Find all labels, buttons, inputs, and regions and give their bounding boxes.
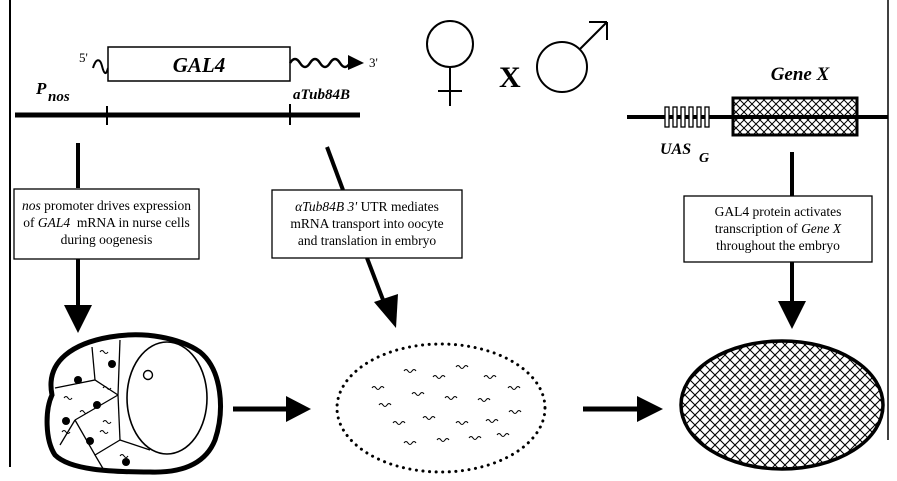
arrow-right-2 <box>637 396 663 422</box>
tub-text-box <box>271 189 463 259</box>
five-prime-label: 5' <box>79 50 88 65</box>
uas-sites <box>664 106 710 128</box>
five-prime-squiggle <box>92 59 109 74</box>
gene-x-box <box>731 96 859 137</box>
promoter-subscript: nos <box>48 89 70 105</box>
promoter-label: P <box>35 79 47 98</box>
gal4-description: GAL4 protein activates transcription of … <box>714 204 842 253</box>
oocyte-nucleus <box>142 369 154 381</box>
utr-wavy-tail <box>288 57 352 69</box>
arrow-down-middle <box>374 294 398 328</box>
parental-cross: X <box>426 20 608 106</box>
gal4-construct: GAL4 5' 3' P nos aTub84B <box>15 46 378 125</box>
connectors <box>64 143 806 422</box>
nurse-cell-mrna <box>61 349 129 459</box>
frame <box>9 0 889 467</box>
gene-x-construct: Gene X UAS G <box>627 64 888 166</box>
mrna-squiggles <box>371 364 522 446</box>
three-prime-label: 3' <box>369 55 378 70</box>
gal4-gene-label: GAL4 <box>173 53 226 77</box>
cross-symbol: X <box>499 61 521 94</box>
arrow-down-left <box>64 305 92 333</box>
gal4-gene-box <box>107 46 291 82</box>
female-symbol <box>426 20 474 106</box>
nos-description: nos promoter drives expression of GAL4 m… <box>21 198 192 247</box>
gal4-text-box <box>683 195 873 263</box>
embryo-gene-x <box>679 339 885 471</box>
uas-label: UAS <box>660 141 691 158</box>
nos-text-box <box>13 188 200 260</box>
arrow-down-right <box>778 301 806 329</box>
three-prime-arrowhead <box>348 55 364 70</box>
embryo-mrna <box>335 342 547 474</box>
arrow-right-1 <box>286 396 311 422</box>
utr-label: aTub84B <box>293 87 350 103</box>
egg-chamber <box>44 332 223 475</box>
oocyte <box>126 341 208 455</box>
tub-description: αTub84B 3' UTR mediates mRNA transport i… <box>290 199 444 248</box>
uas-subscript: G <box>699 151 709 166</box>
nurse-cell-nuclei <box>62 360 130 466</box>
male-symbol <box>536 21 608 93</box>
gene-x-label: Gene X <box>771 64 831 85</box>
